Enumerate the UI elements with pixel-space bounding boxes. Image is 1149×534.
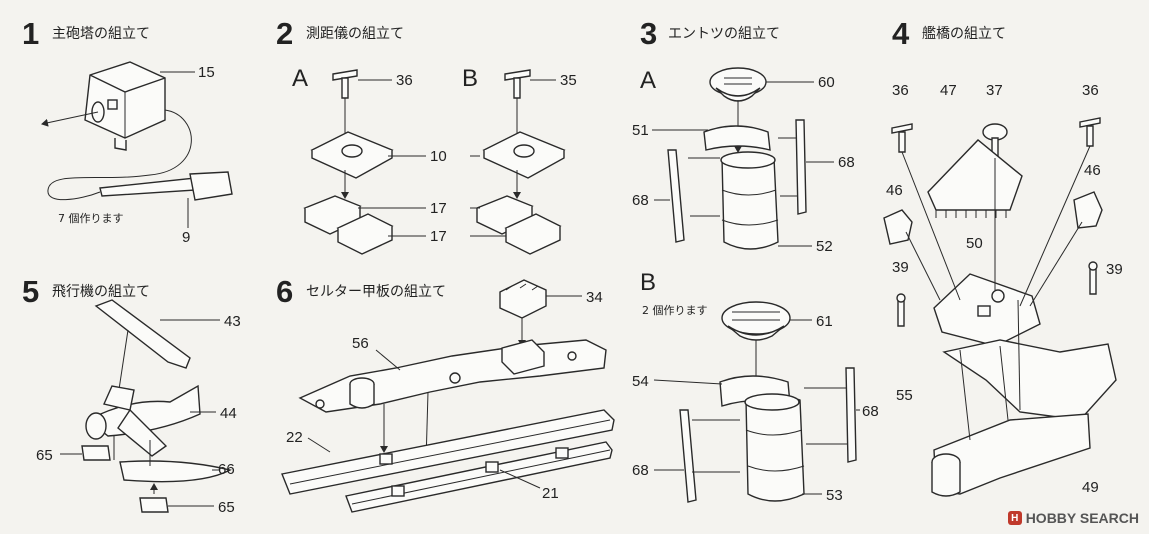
- variant-a-label: A: [292, 65, 308, 92]
- part-label-53: 53: [826, 487, 843, 504]
- part-label-35: 35: [560, 72, 577, 89]
- part-label-22: 22: [286, 429, 303, 446]
- part-label-65b: 65: [218, 499, 235, 516]
- part-label-43: 43: [224, 313, 241, 330]
- funnel-variant-a-label: A: [640, 67, 656, 94]
- variant-b-label: B: [462, 65, 478, 92]
- step-5-number: 5: [22, 274, 39, 309]
- part-label-44: 44: [220, 405, 237, 422]
- step-6-number: 6: [276, 274, 293, 309]
- rangefinder-b: [475, 69, 566, 255]
- main-turret-part: [84, 61, 166, 151]
- part-label-68d: 68: [632, 462, 649, 479]
- bridge-assembly: [883, 117, 1117, 497]
- step-5-title: 飛行機の組立て: [52, 284, 150, 300]
- part-label-9: 9: [182, 229, 190, 246]
- part-label-66: 66: [218, 461, 235, 478]
- shelter-deck-assembly: [281, 279, 615, 513]
- logo-icon: H: [1007, 511, 1022, 525]
- part-label-56: 56: [352, 335, 369, 352]
- part-label-61: 61: [816, 313, 833, 330]
- funnel-a: [667, 67, 807, 250]
- step-2-title: 測距儀の組立て: [306, 26, 404, 42]
- part-label-39a: 39: [892, 259, 909, 276]
- part-label-36c: 36: [892, 82, 909, 99]
- step-4-title: 艦橋の組立て: [922, 26, 1006, 42]
- part-label-68a: 68: [838, 154, 855, 171]
- part-label-21: 21: [542, 485, 559, 502]
- step-1: 1 主砲塔の組立て 15 9 7 個作ります: [22, 16, 233, 246]
- part-label-17: 17: [430, 200, 447, 217]
- part-label-37: 37: [986, 82, 1003, 99]
- step-5: 5 飛行機の組立て 43 44 65 66 65: [22, 274, 241, 516]
- step-1-title: 主砲塔の組立て: [52, 26, 150, 42]
- funnel-b-note-text: 2 個作ります: [642, 304, 708, 317]
- part-label-10: 10: [430, 148, 447, 165]
- step-3: 3 エントツの組立て A 60 51 68 68 52 B: [632, 16, 879, 504]
- gun-barrel-part: [99, 171, 233, 201]
- step-4-number: 4: [892, 16, 910, 51]
- watermark-logo: H HOBBY SEARCH: [1007, 510, 1139, 526]
- part-label-54: 54: [632, 373, 649, 390]
- part-label-36: 36: [396, 72, 413, 89]
- part-label-68b: 68: [632, 192, 649, 209]
- step-3-title: エントツの組立て: [668, 26, 780, 42]
- step-3-number: 3: [640, 16, 657, 51]
- part-label-46a: 46: [1084, 162, 1101, 179]
- seaplane-assembly: [81, 299, 232, 513]
- part-label-34: 34: [586, 289, 603, 306]
- part-label-65a: 65: [36, 447, 53, 464]
- part-label-49: 49: [1082, 479, 1099, 496]
- part-label-15: 15: [198, 64, 215, 81]
- step-1-number: 1: [22, 16, 39, 51]
- part-label-55: 55: [896, 387, 913, 404]
- step-6: 6 セルター甲板の組立て 34: [276, 274, 615, 513]
- rangefinder-a: [303, 69, 394, 255]
- watermark-text: HOBBY SEARCH: [1025, 510, 1139, 526]
- part-label-39b: 39: [1106, 261, 1123, 278]
- part-label-17b: 17: [430, 228, 447, 245]
- part-label-68c: 68: [862, 403, 879, 420]
- funnel-b: [679, 301, 857, 503]
- funnel-variant-b-label: B: [640, 269, 656, 296]
- part-label-36d: 36: [1082, 82, 1099, 99]
- part-label-52: 52: [816, 238, 833, 255]
- step-2-number: 2: [276, 16, 293, 51]
- part-label-46b: 46: [886, 182, 903, 199]
- part-label-47: 47: [940, 82, 957, 99]
- step-6-title: セルター甲板の組立て: [306, 284, 446, 300]
- step-2: 2 測距儀の組立て A B 36 10 17 17: [276, 16, 577, 255]
- part-label-60: 60: [818, 74, 835, 91]
- part-label-50: 50: [966, 235, 983, 252]
- step-4: 4 艦橋の組立て 36 47 37 36 46 46 50 39 39 55 4…: [883, 16, 1123, 497]
- step-1-note: 7 個作ります: [58, 212, 124, 225]
- part-label-51: 51: [632, 122, 649, 139]
